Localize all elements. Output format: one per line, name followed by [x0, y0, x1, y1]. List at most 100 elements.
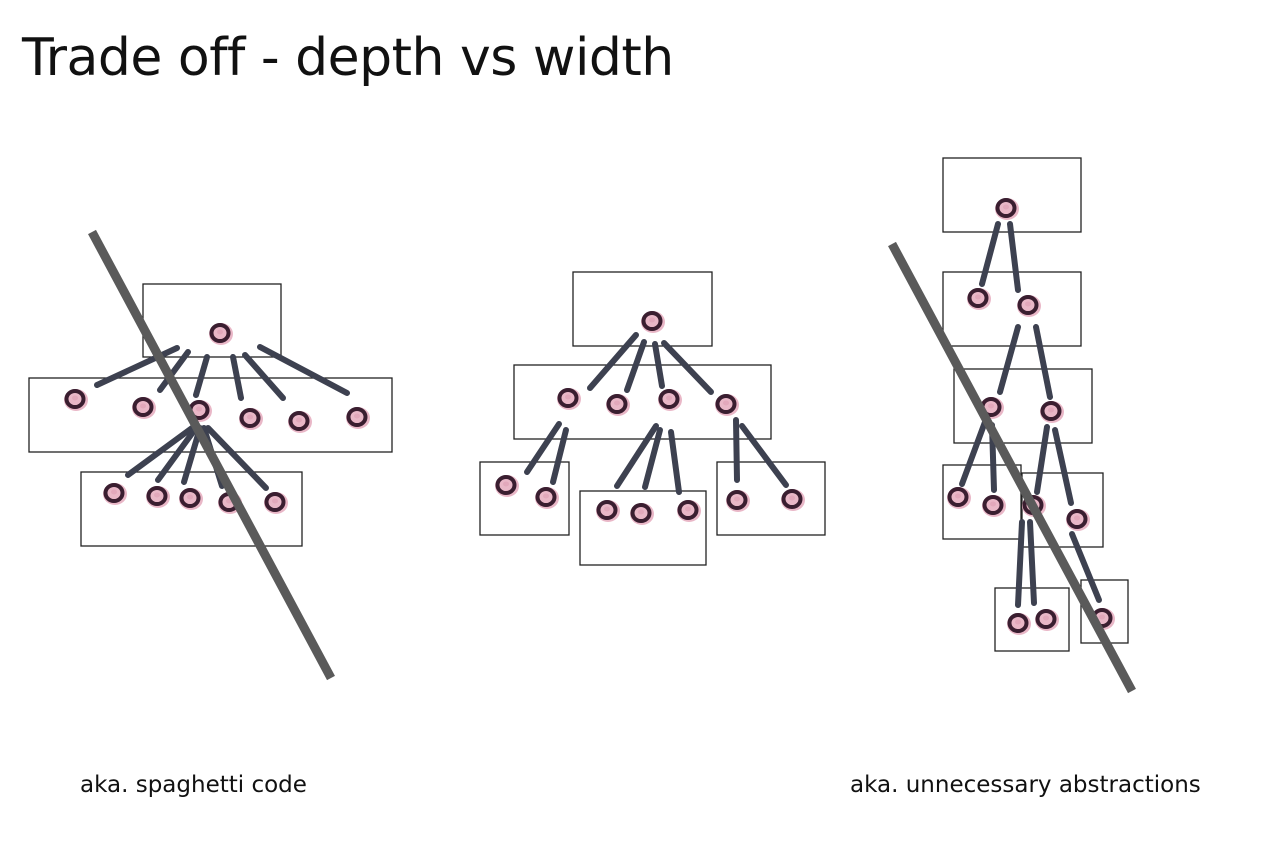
- wide-tree-node-3: [132, 397, 156, 419]
- node-ring: [64, 389, 86, 409]
- caption-spaghetti-code: aka. spaghetti code: [80, 772, 307, 798]
- slide-title: Trade off - depth vs width: [22, 28, 674, 88]
- balanced-tree-edge-9: [668, 429, 682, 495]
- wide-tree-edge-7: [125, 425, 195, 478]
- balanced-tree-edge-6: [550, 427, 569, 485]
- balanced-tree-node-5: [715, 394, 739, 416]
- node-ring: [967, 288, 989, 308]
- node-center: [187, 494, 193, 500]
- node-center: [503, 481, 509, 487]
- node-ring: [103, 483, 125, 503]
- deep-tree-box-1: [942, 157, 1082, 233]
- deep-tree-node-1: [995, 198, 1019, 220]
- balanced-tree-node-7: [535, 487, 559, 509]
- balanced-tree-edge-8: [642, 427, 663, 490]
- balanced-tree-node-2: [557, 388, 581, 410]
- node-center: [272, 498, 278, 504]
- balanced-tree-edge-4: [661, 340, 714, 395]
- node-ring: [715, 394, 737, 414]
- node-ring: [596, 500, 618, 520]
- node-ring: [146, 486, 168, 506]
- wide-tree-node-5: [239, 408, 263, 430]
- balanced-tree-edge-3: [652, 341, 665, 389]
- node-center: [723, 400, 729, 406]
- balanced-tree-edge-5: [524, 421, 562, 475]
- node-center: [955, 493, 961, 499]
- deep-tree-edge-3: [997, 324, 1021, 395]
- wide-tree-strike-line: [88, 229, 335, 681]
- node-ring: [781, 489, 803, 509]
- deep-tree-box-3: [953, 368, 1093, 444]
- node-center: [296, 417, 302, 423]
- deep-tree-node-7: [982, 495, 1006, 517]
- node-ring: [630, 503, 652, 523]
- caption-unnecessary-abstractions: aka. unnecessary abstractions: [850, 772, 1201, 798]
- deep-tree-node-10: [1007, 613, 1031, 635]
- node-ring: [239, 408, 261, 428]
- balanced-tree-edge-1: [587, 332, 639, 391]
- balanced-tree-node-10: [677, 500, 701, 522]
- wide-tree-edge-3: [193, 354, 210, 398]
- deep-tree-edge-7: [1034, 424, 1050, 495]
- wide-tree-edge-1: [94, 345, 180, 388]
- balanced-tree-box-1: [572, 271, 713, 347]
- deep-tree-strike-line: [888, 241, 1136, 694]
- balanced-tree-node-11: [726, 490, 750, 512]
- wide-tree-edge-5: [242, 352, 286, 401]
- node-ring: [1035, 609, 1057, 629]
- node-center: [154, 492, 160, 498]
- deep-tree-edge-1: [979, 221, 1001, 287]
- wide-tree-edge-6: [257, 344, 350, 396]
- balanced-tree-box-3: [479, 461, 570, 536]
- wide-tree-edge-2: [157, 349, 191, 393]
- node-center: [1048, 407, 1054, 413]
- balanced-tree-node-1: [641, 311, 665, 333]
- deep-tree-edge-10: [1027, 519, 1037, 606]
- node-ring: [641, 311, 663, 331]
- node-center: [988, 403, 994, 409]
- wide-tree-node-6: [288, 411, 312, 433]
- node-center: [565, 394, 571, 400]
- deep-tree-edge-4: [1033, 324, 1053, 400]
- node-center: [604, 506, 610, 512]
- node-ring: [1017, 295, 1039, 315]
- balanced-tree-node-3: [606, 394, 630, 416]
- node-center: [649, 317, 655, 323]
- wide-tree-node-12: [264, 492, 288, 514]
- deep-tree-edge-9: [1015, 519, 1025, 608]
- node-center: [614, 400, 620, 406]
- wide-tree-node-8: [103, 483, 127, 505]
- node-center: [140, 403, 146, 409]
- node-ring: [495, 475, 517, 495]
- node-ring: [535, 487, 557, 507]
- deep-tree-node-9: [1066, 509, 1090, 531]
- deep-tree-node-11: [1035, 609, 1059, 631]
- deep-tree-edge-11: [1069, 531, 1102, 603]
- balanced-tree-edge-10: [733, 417, 740, 483]
- node-ring: [209, 323, 231, 343]
- node-ring: [658, 389, 680, 409]
- wide-tree-node-2: [64, 389, 88, 411]
- node-ring: [1066, 509, 1088, 529]
- deep-tree-node-3: [1017, 295, 1041, 317]
- node-center: [1015, 619, 1021, 625]
- node-ring: [677, 500, 699, 520]
- balanced-tree-node-9: [630, 503, 654, 525]
- node-center: [196, 406, 202, 412]
- node-ring: [264, 492, 286, 512]
- node-center: [975, 294, 981, 300]
- deep-tree-node-5: [1040, 401, 1064, 423]
- node-center: [111, 489, 117, 495]
- balanced-tree-node-12: [781, 489, 805, 511]
- node-ring: [288, 411, 310, 431]
- node-center: [1043, 615, 1049, 621]
- balanced-tree-edge-11: [739, 423, 789, 488]
- wide-tree-node-1: [209, 323, 233, 345]
- node-center: [990, 501, 996, 507]
- node-center: [685, 506, 691, 512]
- balanced-tree-node-4: [658, 389, 682, 411]
- deep-tree-edge-8: [1052, 427, 1074, 506]
- node-center: [1099, 614, 1105, 620]
- node-ring: [557, 388, 579, 408]
